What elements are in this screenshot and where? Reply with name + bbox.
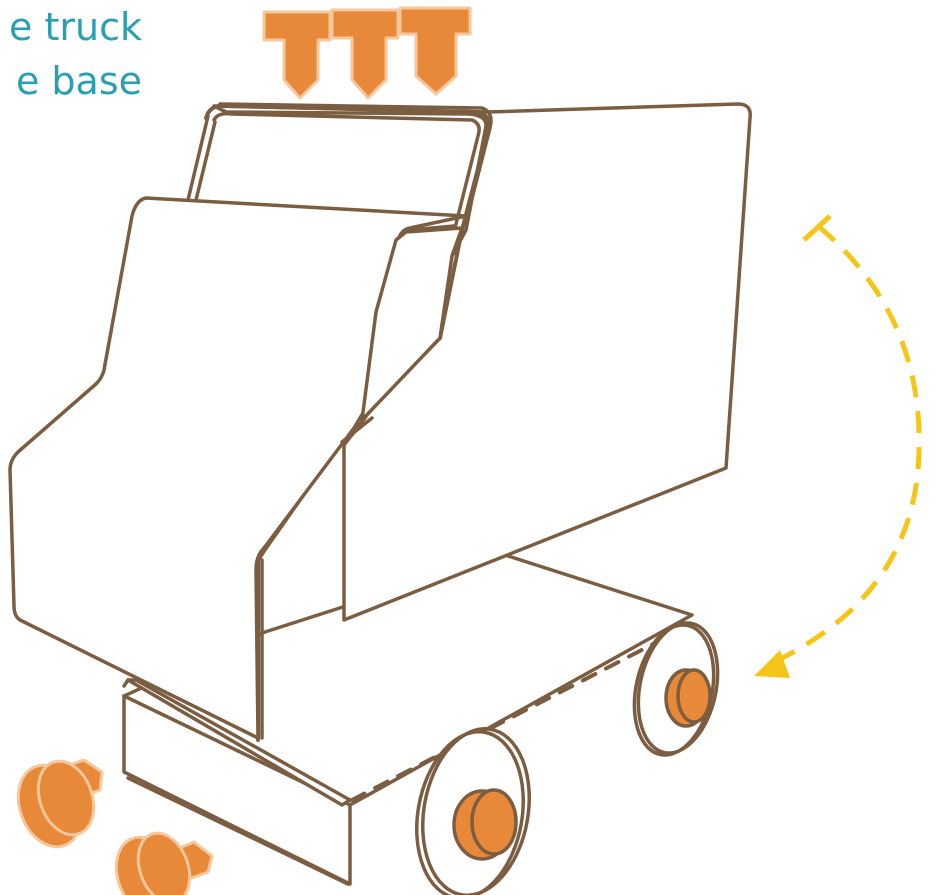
peg-icon — [7, 753, 103, 855]
top-pegs — [264, 8, 470, 98]
peg-icon — [332, 10, 398, 98]
peg-icon — [400, 8, 470, 94]
curved-dashed-arrow — [754, 216, 919, 678]
peg-icon — [264, 12, 330, 98]
peg-icon — [106, 826, 212, 895]
